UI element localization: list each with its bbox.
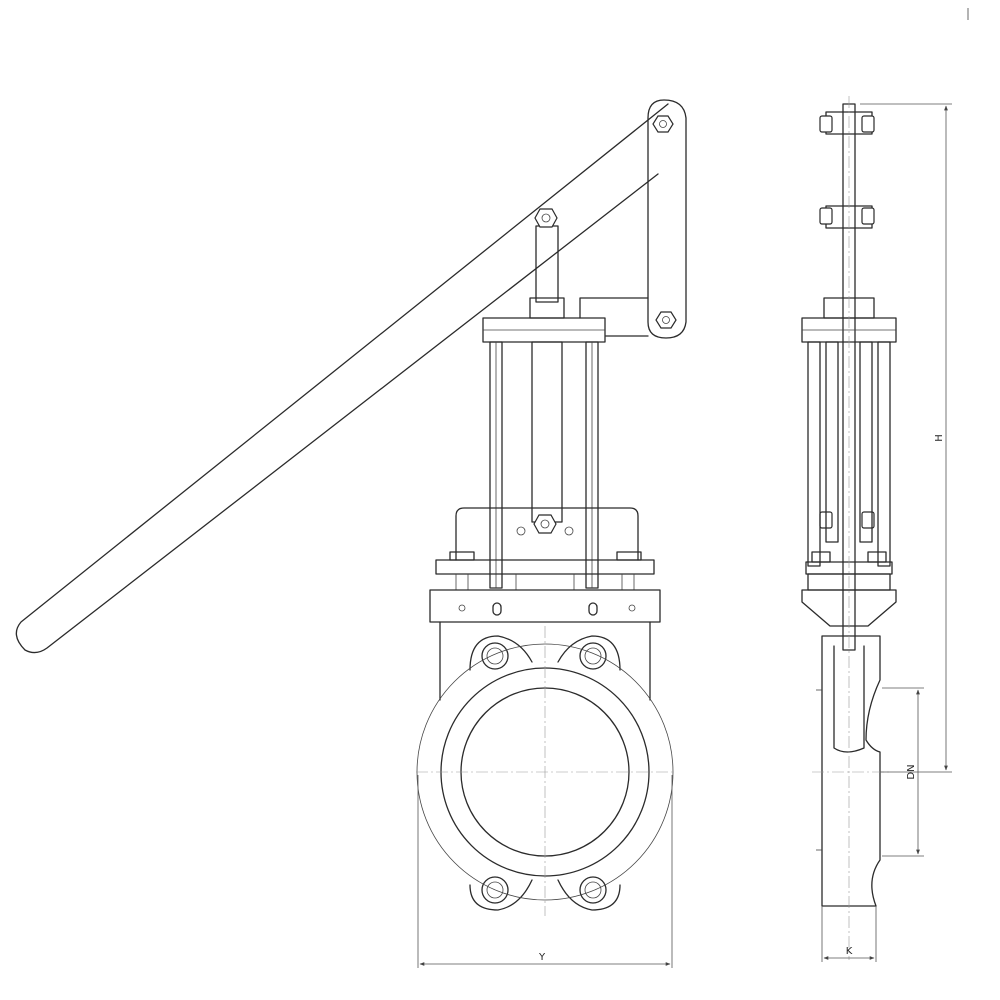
dimension-dn: DN: [882, 687, 924, 857]
bolt-hole-top-left: [481, 642, 509, 670]
pivot-nut-top: [652, 115, 674, 133]
dimension-h: H: [860, 103, 952, 773]
bolt-hole-top-right: [579, 642, 607, 670]
side-body: [821, 635, 881, 907]
dimension-y-label: Y: [538, 952, 546, 963]
pivot-nut-bottom: [655, 311, 677, 329]
bolt-hole-bottom-left: [481, 876, 509, 904]
dimension-dn-label: DN: [906, 764, 917, 779]
hand-lever: [15, 103, 669, 654]
stem-lower-nut: [533, 514, 557, 534]
side-nuts: [819, 115, 875, 529]
stem: [529, 208, 565, 523]
packing-flange: [435, 551, 655, 590]
link-arm: [579, 99, 687, 339]
dimension-k-label: K: [846, 946, 853, 957]
front-view: Y: [15, 99, 687, 968]
dimension-k: K: [821, 906, 877, 962]
gland-bracket: [455, 507, 639, 561]
bolt-hole-bottom-right: [579, 876, 607, 904]
tie-rods: [489, 341, 599, 589]
dimension-h-label: H: [934, 434, 945, 442]
stem-nut: [534, 208, 558, 228]
side-view: H DN K: [801, 96, 952, 962]
dimension-y: Y: [417, 775, 673, 968]
